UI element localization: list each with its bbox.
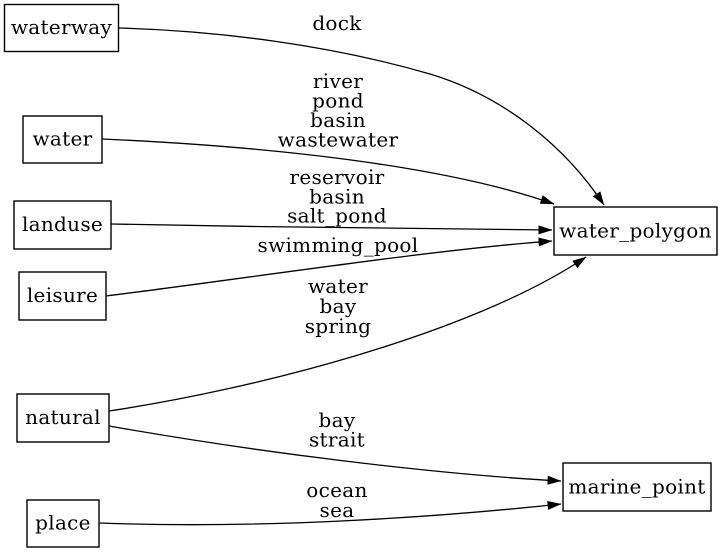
edge-label-bay-marine: bay (319, 408, 356, 432)
edge-label-water: water (308, 274, 368, 298)
edge-natural-water_polygon (108, 256, 587, 412)
edge-label-salt_pond: salt_pond (287, 204, 387, 228)
edge-label-basin-landuse: basin (309, 184, 365, 208)
edge-label-basin-water: basin (310, 108, 366, 132)
nodes: waterway water landuse leisure natural p… (3, 3, 718, 548)
node-label-water: water (33, 127, 93, 151)
node-box-waterway (3, 3, 120, 53)
node-label-marine_point: marine_point (568, 475, 705, 499)
node-box-water (22, 115, 103, 164)
node-label-water_polygon: water_polygon (559, 219, 712, 243)
node-marine_point: marine_point (562, 462, 712, 512)
edge-label-sea: sea (320, 498, 355, 522)
node-landuse: landuse (13, 200, 112, 250)
edge-natural-marine_point (108, 425, 562, 485)
edge-label-bay-polygon: bay (320, 294, 357, 318)
edge-label-spring: spring (305, 314, 372, 338)
node-label-leisure: leisure (27, 283, 98, 307)
edge-waterway-water_polygon (118, 27, 605, 206)
node-label-waterway: waterway (11, 15, 113, 39)
node-waterway: waterway (3, 3, 120, 53)
node-box-water_polygon (553, 206, 718, 256)
node-label-landuse: landuse (22, 212, 103, 236)
edge-label-swimming_pool: swimming_pool (258, 233, 419, 257)
edge-landuse-water_polygon (110, 223, 553, 235)
edge-place-marine_point (98, 500, 562, 526)
node-place: place (26, 499, 100, 548)
edge-water-water_polygon (101, 138, 555, 205)
edge-label-ocean: ocean (306, 478, 367, 502)
node-box-leisure (18, 271, 107, 321)
node-label-place: place (35, 511, 91, 535)
node-water: water (22, 115, 103, 164)
edge-label-strait: strait (309, 428, 365, 452)
edges (98, 27, 605, 526)
node-box-landuse (13, 200, 112, 250)
edge-labels: dock river pond basin wastewater reservo… (258, 11, 419, 522)
edge-leisure-water_polygon (105, 237, 553, 297)
node-natural: natural (16, 393, 110, 443)
node-leisure: leisure (18, 271, 107, 321)
edge-label-pond: pond (312, 89, 364, 113)
node-box-place (26, 499, 100, 548)
edge-label-river: river (313, 69, 363, 93)
edge-label-wastewater: wastewater (278, 128, 399, 152)
node-label-natural: natural (25, 405, 101, 429)
edge-label-reservoir: reservoir (289, 165, 384, 189)
edge-label-dock: dock (312, 11, 362, 35)
node-box-marine_point (562, 462, 712, 512)
node-box-natural (16, 393, 110, 443)
node-water_polygon: water_polygon (553, 206, 718, 256)
